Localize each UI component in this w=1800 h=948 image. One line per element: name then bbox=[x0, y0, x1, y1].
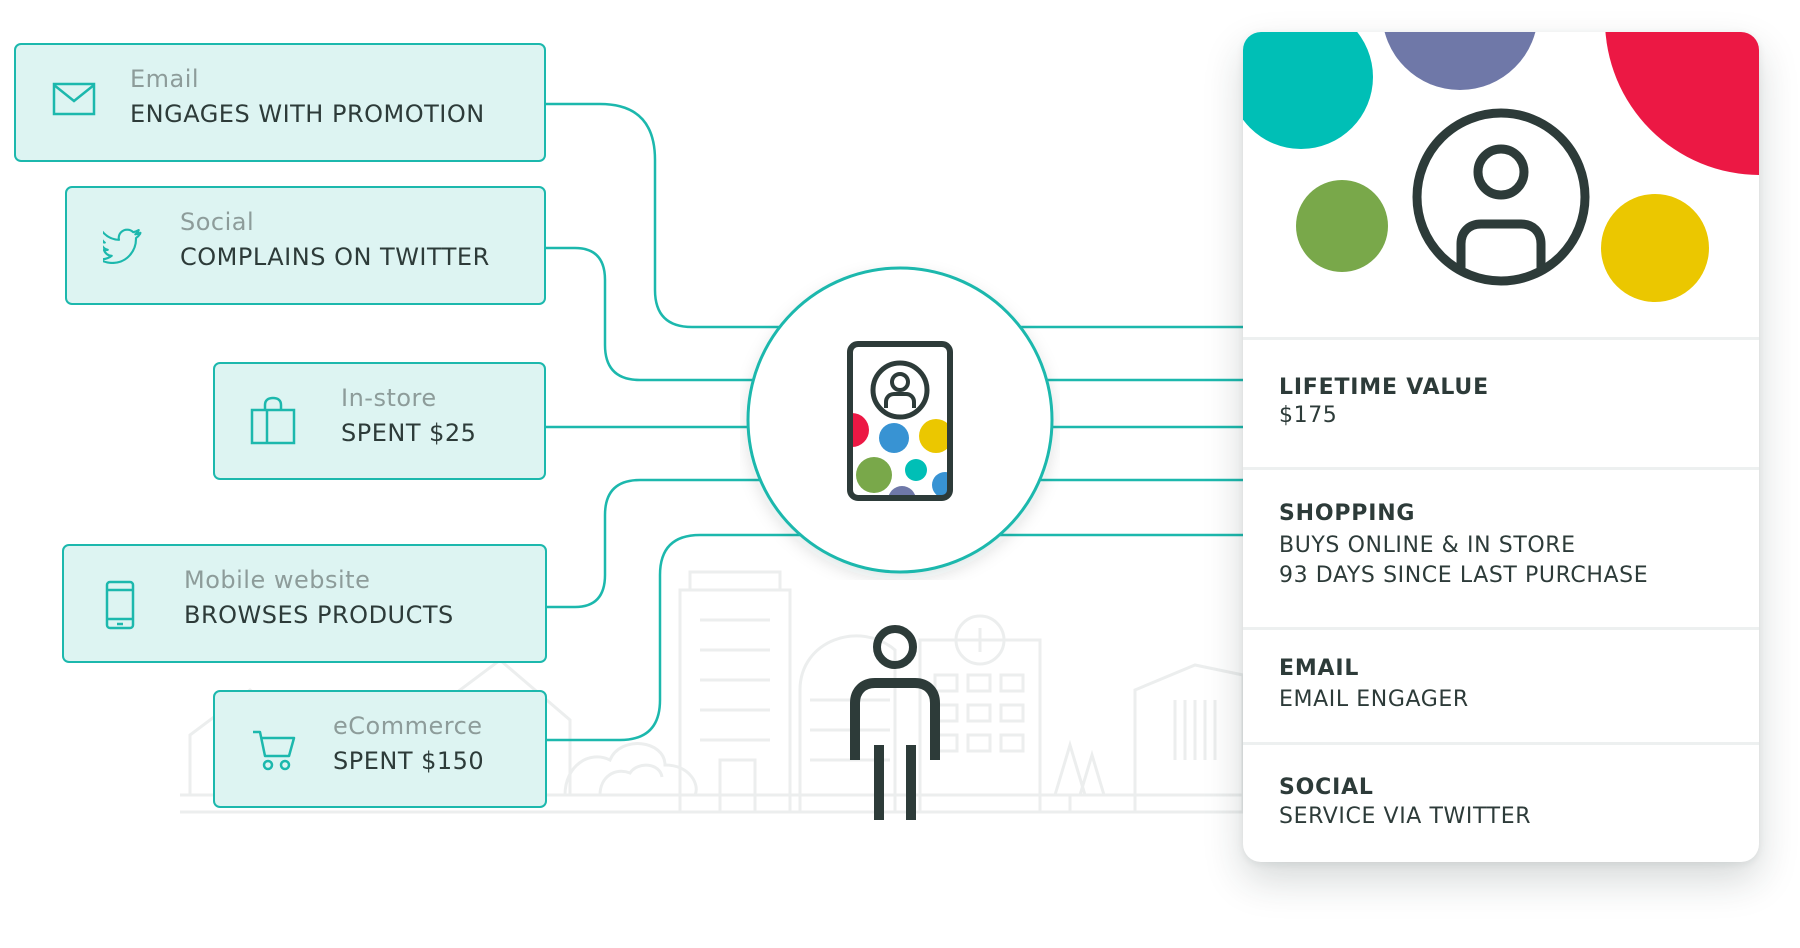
section-title: SHOPPING bbox=[1279, 501, 1415, 526]
person-icon bbox=[845, 625, 945, 825]
section-line: SERVICE VIA TWITTER bbox=[1279, 804, 1531, 829]
mobile-phone-icon bbox=[104, 580, 136, 630]
channel-action-label: SPENT $150 bbox=[333, 747, 484, 775]
channel-type-label: Mobile website bbox=[184, 566, 370, 594]
channel-action-label: SPENT $25 bbox=[341, 419, 476, 447]
channel-type-label: In-store bbox=[341, 384, 437, 412]
channel-action-label: ENGAGES WITH PROMOTION bbox=[130, 100, 485, 128]
section-lifetime-value: LIFETIME VALUE $175 bbox=[1243, 337, 1759, 467]
section-line: $175 bbox=[1279, 403, 1337, 428]
shopping-bag-icon bbox=[249, 396, 297, 446]
section-shopping: SHOPPING BUYS ONLINE & IN STORE 93 DAYS … bbox=[1243, 467, 1759, 627]
section-email: EMAIL EMAIL ENGAGER bbox=[1243, 627, 1759, 742]
user-avatar-icon bbox=[1417, 113, 1585, 281]
shopping-cart-icon bbox=[251, 728, 297, 772]
channel-ecommerce: eCommerce SPENT $150 bbox=[213, 690, 547, 808]
twitter-bird-icon bbox=[103, 226, 145, 264]
section-title: EMAIL bbox=[1279, 656, 1359, 681]
channel-type-label: Social bbox=[180, 208, 254, 236]
section-line: BUYS ONLINE & IN STORE bbox=[1279, 533, 1576, 558]
profile-header-graphic bbox=[1243, 32, 1759, 337]
channel-mobile-website: Mobile website BROWSES PRODUCTS bbox=[62, 544, 547, 663]
channel-type-label: Email bbox=[130, 65, 199, 93]
customer-profile-card: LIFETIME VALUE $175 SHOPPING BUYS ONLINE… bbox=[1243, 32, 1759, 862]
channel-social: Social COMPLAINS ON TWITTER bbox=[65, 186, 546, 305]
envelope-icon bbox=[52, 81, 96, 117]
channel-action-label: COMPLAINS ON TWITTER bbox=[180, 243, 490, 271]
channel-action-label: BROWSES PRODUCTS bbox=[184, 601, 454, 629]
channel-type-label: eCommerce bbox=[333, 712, 483, 740]
channel-email: Email ENGAGES WITH PROMOTION bbox=[14, 43, 546, 162]
central-hub bbox=[740, 260, 1060, 580]
section-title: SOCIAL bbox=[1279, 775, 1374, 800]
section-social: SOCIAL SERVICE VIA TWITTER bbox=[1243, 742, 1759, 862]
section-line: 93 DAYS SINCE LAST PURCHASE bbox=[1279, 563, 1648, 588]
profile-phone-icon bbox=[835, 344, 958, 514]
channel-instore: In-store SPENT $25 bbox=[213, 362, 546, 480]
section-title: LIFETIME VALUE bbox=[1279, 375, 1489, 400]
section-line: EMAIL ENGAGER bbox=[1279, 687, 1469, 712]
